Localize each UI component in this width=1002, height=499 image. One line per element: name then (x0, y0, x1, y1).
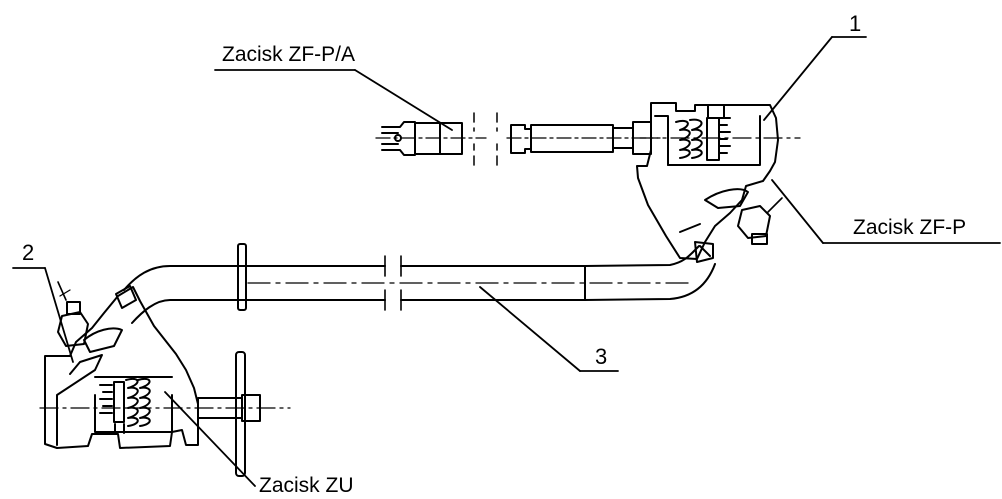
main-bar (123, 243, 716, 324)
callout-3-leader (479, 286, 581, 372)
label-zacisk-zu: Zacisk ZU (259, 474, 354, 497)
leader-lines (12, 36, 1001, 487)
callout-number-3: 3 (595, 344, 608, 369)
zfp-leader (771, 179, 824, 244)
label-zacisk-zfp: Zacisk ZF-P (853, 216, 967, 239)
label-zacisk-zfpa: Zacisk ZF-P/A (222, 43, 356, 66)
zfp-clamp (636, 102, 801, 263)
zu-leader (164, 391, 256, 487)
callout-1-leader (763, 36, 833, 121)
zfpa-clamp-detail (375, 112, 661, 166)
callout-number-2: 2 (22, 240, 35, 265)
callout-number-1: 1 (849, 11, 862, 36)
callout-2-leader (44, 267, 74, 363)
zfpa-leader (354, 69, 453, 131)
zu-clamp (39, 281, 291, 477)
